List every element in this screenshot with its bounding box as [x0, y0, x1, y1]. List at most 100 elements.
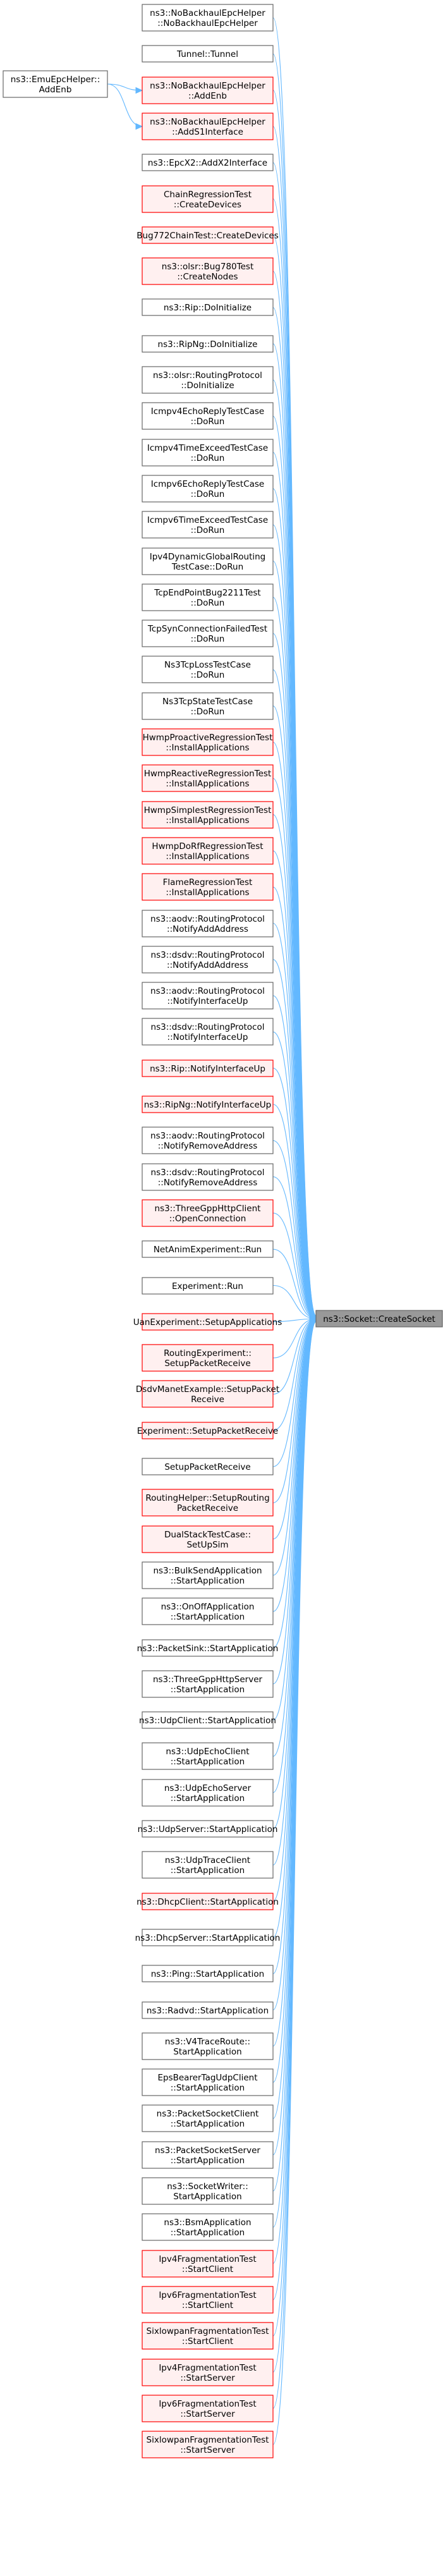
caller-node-icmpv4timeexceedtestcase-dorun[interactable]: Icmpv4TimeExceedTestCase::DoRun — [142, 439, 274, 467]
caller-node-ns3-nobackhaulepchelper-addenb[interactable]: ns3::NoBackhaulEpcHelper::AddEnb — [142, 76, 274, 104]
caller-node-routingexperiment-setuppacketreceive[interactable]: RoutingExperiment::SetupPacketReceive — [142, 1344, 274, 1372]
caller-node-chainregressiontest-createdevices[interactable]: ChainRegressionTest::CreateDevices — [142, 185, 274, 213]
caller-node-ns3-packetsocketserver-startapplication[interactable]: ns3::PacketSocketServer::StartApplicatio… — [142, 2141, 274, 2169]
caller-node-hwmpreactiveregressiontest-installapplications[interactable]: HwmpReactiveRegressionTest::InstallAppli… — [142, 764, 274, 792]
caller-node-ns3-radvd-startapplication[interactable]: ns3::Radvd::StartApplication — [142, 2001, 274, 2019]
node-label: ns3::UdpEchoClient — [166, 1747, 249, 1757]
caller-node-ns3-socketwriter-startapplication[interactable]: ns3::SocketWriter::StartApplication — [142, 2177, 274, 2205]
node-box — [142, 656, 274, 683]
caller-node-ns3tcpstatetestcase-dorun[interactable]: Ns3TcpStateTestCase::DoRun — [142, 692, 274, 720]
caller-node-ns3-dsdv-routingprotocol-notifyaddaddress[interactable]: ns3::dsdv::RoutingProtocol::NotifyAddAdd… — [142, 946, 274, 974]
node-label: ::StartApplication — [171, 1865, 245, 1876]
caller-node-ns3-aodv-routingprotocol-notifyinterfaceup[interactable]: ns3::aodv::RoutingProtocol::NotifyInterf… — [142, 982, 274, 1010]
caller-node-dsdvmanetexample-setuppacketreceive[interactable]: DsdvManetExample::SetupPacketReceive — [136, 1380, 279, 1408]
caller-node-epsbearertagudpclient-startapplication[interactable]: EpsBearerTagUdpClient::StartApplication — [142, 2068, 274, 2096]
caller-node-ns3-udpechoclient-startapplication[interactable]: ns3::UdpEchoClient::StartApplication — [142, 1742, 274, 1770]
caller-node-ns3-onoffapplication-startapplication[interactable]: ns3::OnOffApplication::StartApplication — [142, 1597, 274, 1625]
node-box — [3, 70, 108, 98]
caller-node-ns3-bsmapplication-startapplication[interactable]: ns3::BsmApplication::StartApplication — [142, 2213, 274, 2241]
caller-node-ipv6fragmentationtest-startserver[interactable]: Ipv6FragmentationTest::StartServer — [142, 2395, 274, 2422]
caller-node-icmpv6echoreplytestcase-dorun[interactable]: Icmpv6EchoReplyTestCase::DoRun — [142, 475, 274, 503]
caller-node-ns3-threegpphttpclient-openconnection[interactable]: ns3::ThreeGppHttpClient::OpenConnection — [142, 1199, 274, 1227]
caller-node-ns3-udpserver-startapplication[interactable]: ns3::UdpServer::StartApplication — [138, 1820, 278, 1838]
node-box — [142, 2068, 274, 2096]
caller-node-ns3-bulksendapplication-startapplication[interactable]: ns3::BulkSendApplication::StartApplicati… — [142, 1561, 274, 1589]
call-edge — [272, 1319, 317, 1612]
caller-node-ns3-ping-startapplication[interactable]: ns3::Ping::StartApplication — [142, 1965, 274, 1982]
node-label: Ipv6FragmentationTest — [159, 2399, 256, 2409]
call-edge — [272, 995, 317, 1319]
caller-node-ns3tcplosstestcase-dorun[interactable]: Ns3TcpLossTestCase::DoRun — [142, 656, 274, 683]
caller-node-dualstacktestcase-setupsim[interactable]: DualStackTestCase::SetUpSim — [142, 1525, 274, 1553]
node-box — [142, 2322, 274, 2350]
focus-node-create-socket[interactable]: ns3::Socket::CreateSocket — [315, 1310, 443, 1328]
caller-node-ipv4fragmentationtest-startserver[interactable]: Ipv4FragmentationTest::StartServer — [142, 2359, 274, 2386]
node-label: StartApplication — [173, 2047, 241, 2057]
caller-node-ns3-rip-doinitialize[interactable]: ns3::Rip::DoInitialize — [142, 298, 274, 316]
caller-node-tcpsynconnectionfailedtest-dorun[interactable]: TcpSynConnectionFailedTest::DoRun — [142, 620, 274, 647]
call-edge — [272, 1321, 317, 2228]
node-label: TestCase::DoRun — [171, 562, 243, 572]
node-label: ::StartServer — [180, 2409, 235, 2419]
caller-node-ipv4fragmentationtest-startclient[interactable]: Ipv4FragmentationTest::StartClient — [142, 2250, 274, 2278]
caller-node-ns3-dsdv-routingprotocol-notifyinterfaceup[interactable]: ns3::dsdv::RoutingProtocol::NotifyInterf… — [142, 1018, 274, 1046]
node-label: ns3::EmuEpcHelper:: — [11, 75, 100, 85]
node-label: RoutingExperiment:: — [164, 1348, 252, 1358]
caller-node-ns3-nobackhaulepchelper-nobackhaulepchelper[interactable]: ns3::NoBackhaulEpcHelper::NoBackhaulEpcH… — [142, 4, 274, 32]
caller-node-ns3-ripng-doinitialize[interactable]: ns3::RipNg::DoInitialize — [142, 335, 274, 353]
caller-node-ns3-udpechoserver-startapplication[interactable]: ns3::UdpEchoServer::StartApplication — [142, 1779, 274, 1807]
edge-arrowhead — [135, 123, 143, 130]
caller-node-ns3-packetsink-startapplication[interactable]: ns3::PacketSink::StartApplication — [137, 1639, 279, 1657]
caller-node-ns3-dhcpserver-startapplication[interactable]: ns3::DhcpServer::StartApplication — [135, 1929, 281, 1946]
caller-node-ns3-olsr-routingprotocol-doinitialize[interactable]: ns3::olsr::RoutingProtocol::DoInitialize — [142, 366, 274, 394]
node-label: ns3::RipNg::DoInitialize — [158, 339, 258, 350]
caller-node-ns3-dsdv-routingprotocol-notifyremoveaddress[interactable]: ns3::dsdv::RoutingProtocol::NotifyRemove… — [142, 1163, 274, 1191]
call-edge — [272, 1319, 317, 1395]
node-label: DualStackTestCase:: — [164, 1530, 251, 1540]
node-label: HwmpReactiveRegressionTest — [144, 769, 271, 779]
caller-node-ns3-dhcpclient-startapplication[interactable]: ns3::DhcpClient::StartApplication — [137, 1893, 279, 1910]
caller-node-ns3-olsr-bug780test-createnodes[interactable]: ns3::olsr::Bug780Test::CreateNodes — [142, 257, 274, 285]
caller-node-setuppacketreceive[interactable]: SetupPacketReceive — [142, 1458, 274, 1475]
caller-node-icmpv4echoreplytestcase-dorun[interactable]: Icmpv4EchoReplyTestCase::DoRun — [142, 402, 274, 430]
caller-node-hwmpproactiveregressiontest-installapplications[interactable]: HwmpProactiveRegressionTest::InstallAppl… — [142, 728, 274, 756]
caller-node-ipv6fragmentationtest-startclient[interactable]: Ipv6FragmentationTest::StartClient — [142, 2286, 274, 2314]
caller-node-ns3-udptraceclient-startapplication[interactable]: ns3::UdpTraceClient::StartApplication — [142, 1851, 274, 1879]
caller-node-ns3-rip-notifyinterfaceup[interactable]: ns3::Rip::NotifyInterfaceUp — [142, 1059, 274, 1077]
caller-node-ns3-epcx2-addx2interface[interactable]: ns3::EpcX2::AddX2Interface — [142, 154, 274, 171]
caller-node-flameregressiontest-installapplications[interactable]: FlameRegressionTest::InstallApplications — [142, 873, 274, 901]
caller-node-ns3-ripng-notifyinterfaceup[interactable]: ns3::RipNg::NotifyInterfaceUp — [142, 1096, 274, 1113]
node-label: ns3::NoBackhaulEpcHelper — [150, 81, 265, 91]
node-label: ::InstallApplications — [166, 779, 249, 789]
caller-node-sixlowpanfragmentationtest-startserver[interactable]: SixlowpanFragmentationTest::StartServer — [142, 2431, 274, 2458]
call-edge — [272, 1140, 317, 1319]
caller-node-ns3-v4traceroute-startapplication[interactable]: ns3::V4TraceRoute::StartApplication — [142, 2032, 274, 2060]
caller-node-ns3-aodv-routingprotocol-notifyremoveaddress[interactable]: ns3::aodv::RoutingProtocol::NotifyRemove… — [142, 1126, 274, 1154]
call-edge — [272, 1248, 317, 1319]
caller-node-ns3-threegpphttpserver-startapplication[interactable]: ns3::ThreeGppHttpServer::StartApplicatio… — [142, 1670, 274, 1698]
caller-node-ns3-aodv-routingprotocol-notifyaddaddress[interactable]: ns3::aodv::RoutingProtocol::NotifyAddAdd… — [142, 910, 274, 937]
caller-node-hwmpdorfregressiontest-installapplications[interactable]: HwmpDoRfRegressionTest::InstallApplicati… — [142, 837, 274, 865]
node-label: RoutingHelper::SetupRouting — [145, 1493, 269, 1503]
caller-node-ns3-udpclient-startapplication[interactable]: ns3::UdpClient::StartApplication — [139, 1711, 276, 1729]
caller-node-ns3-nobackhaulepchelper-adds1interface[interactable]: ns3::NoBackhaulEpcHelper::AddS1Interface — [142, 113, 274, 140]
caller-node-icmpv6timeexceedtestcase-dorun[interactable]: Icmpv6TimeExceedTestCase::DoRun — [142, 511, 274, 539]
caller-node-experiment-setuppacketreceive[interactable]: Experiment::SetupPacketReceive — [137, 1422, 278, 1439]
nodes: ns3::Socket::CreateSocket ns3::EmuEpcHelp… — [3, 4, 443, 2458]
caller-node-ns3-packetsocketclient-startapplication[interactable]: ns3::PacketSocketClient::StartApplicatio… — [142, 2104, 274, 2132]
caller-node-hwmpsimplestregressiontest-installapplications[interactable]: HwmpSimplestRegressionTest::InstallAppli… — [142, 801, 274, 829]
caller-node-bug772chaintest-createdevices[interactable]: Bug772ChainTest::CreateDevices — [137, 226, 279, 244]
side-node-emu-epc-helper[interactable]: ns3::EmuEpcHelper::AddEnb — [3, 70, 108, 98]
caller-node-tunnel-tunnel[interactable]: Tunnel::Tunnel — [142, 45, 274, 63]
node-label: Icmpv6TimeExceedTestCase — [147, 515, 268, 525]
caller-node-experiment-run[interactable]: Experiment::Run — [142, 1277, 274, 1295]
caller-node-tcpendpointbug2211test-dorun[interactable]: TcpEndPointBug2211Test::DoRun — [142, 583, 274, 611]
caller-node-uanexperiment-setupapplications[interactable]: UanExperiment::SetupApplications — [133, 1313, 282, 1331]
node-label: ChainRegressionTest — [164, 190, 252, 200]
caller-node-netanimexperiment-run[interactable]: NetAnimExperiment::Run — [142, 1240, 274, 1258]
edges — [107, 17, 317, 2445]
node-box — [142, 2141, 274, 2169]
caller-node-sixlowpanfragmentationtest-startclient[interactable]: SixlowpanFragmentationTest::StartClient — [142, 2322, 274, 2350]
